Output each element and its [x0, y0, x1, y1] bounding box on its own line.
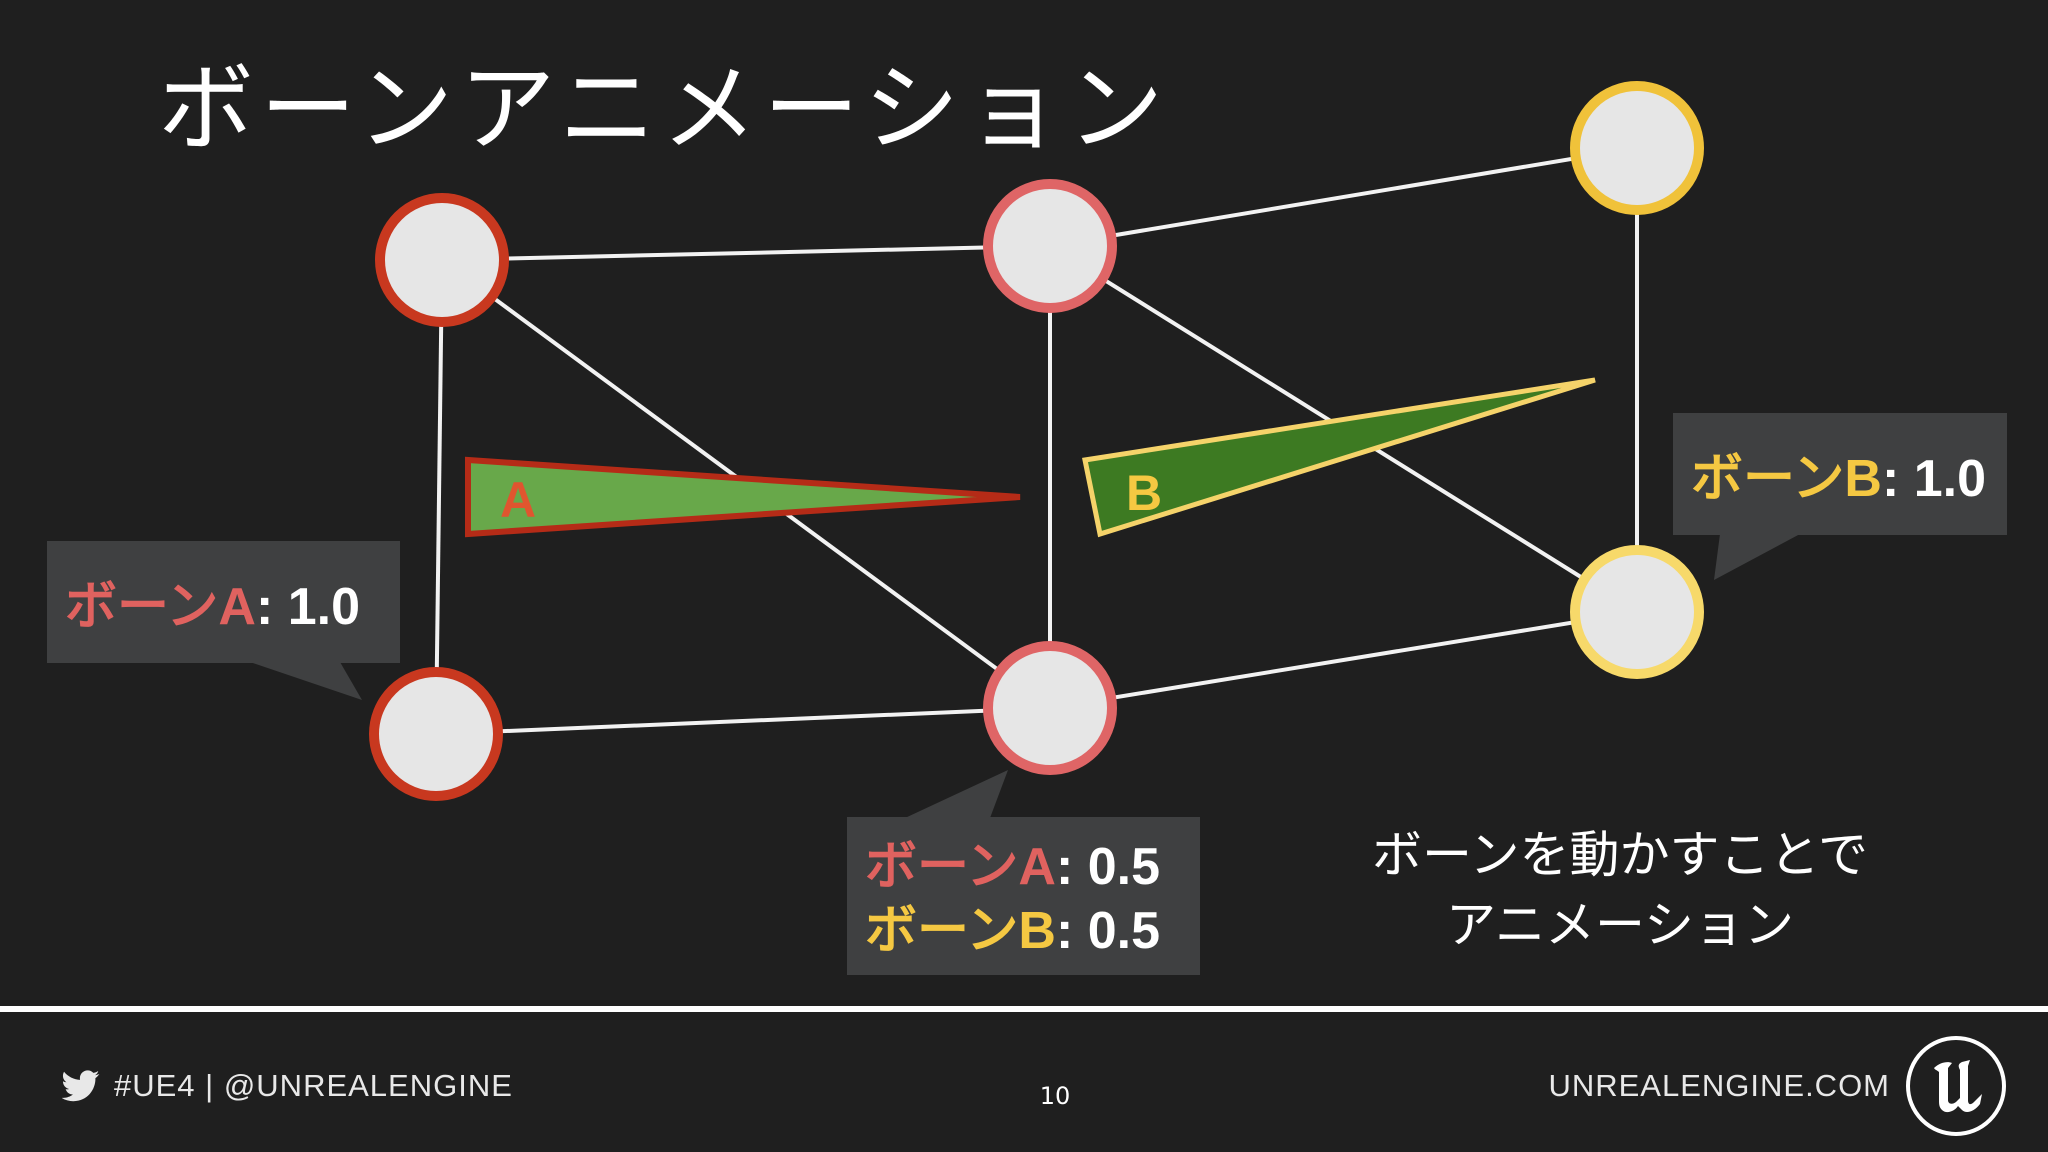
vertex-b-top	[1570, 81, 1704, 215]
vertex-mid-top	[983, 179, 1117, 313]
bone-name: ボーンA	[65, 578, 256, 636]
footer-website[interactable]: UNREALENGINE.COM	[1548, 1068, 1890, 1103]
bone-name: ボーンB	[1691, 450, 1882, 508]
caption-line-2: アニメーション	[1446, 896, 1794, 954]
hashtag-text: #UE4 | @UNREALENGINE	[114, 1068, 513, 1103]
bone-b-label: B	[1126, 465, 1162, 521]
mesh-edge	[434, 259, 444, 735]
callout-right-tail	[1714, 534, 1800, 580]
callout-mixed-weight: ボーンA: 0.5 ボーンB: 0.5	[847, 817, 1200, 975]
bone-a: A	[465, 456, 1021, 538]
caption: ボーンを動かすことで アニメーション	[1330, 820, 1910, 960]
bone-b: B	[1082, 377, 1596, 538]
vertex-a-bottom	[369, 667, 503, 801]
callout-bone-b-weight: ボーンB: 1.0	[1673, 413, 2007, 535]
vertices	[369, 81, 1704, 801]
mesh-edge	[1049, 610, 1638, 710]
mesh-edge	[441, 244, 1051, 262]
callout-line-a: ボーンA: 0.5	[865, 841, 1160, 893]
callout-line: ボーンB: 1.0	[1691, 453, 1986, 505]
weight-value: : 0.5	[1055, 838, 1161, 896]
callout-line-b: ボーンB: 0.5	[865, 905, 1160, 957]
bone-a-shape	[465, 456, 1021, 538]
mesh-edge	[1049, 146, 1638, 248]
footer-social: #UE4 | @UNREALENGINE	[62, 1068, 513, 1104]
callout-line: ボーンA: 1.0	[65, 581, 360, 633]
twitter-bird-icon	[62, 1070, 100, 1102]
slide-title: ボーンアニメーション	[158, 53, 1170, 165]
callout-middle-tail	[905, 770, 1008, 818]
callout-tails	[250, 534, 1800, 818]
bone-name: ボーンB	[865, 902, 1056, 960]
unreal-engine-logo-icon	[1906, 1036, 2006, 1136]
bone-name: ボーンA	[865, 838, 1056, 896]
bone-a-label: A	[500, 472, 536, 528]
caption-line-1: ボーンを動かすことで	[1372, 826, 1868, 884]
vertex-a-top	[375, 193, 509, 327]
mesh-edge	[435, 706, 1051, 736]
weight-value: : 1.0	[255, 578, 361, 636]
vertex-mid-bottom	[983, 641, 1117, 775]
weight-value: : 1.0	[1881, 450, 1987, 508]
footer-divider	[0, 1006, 2048, 1012]
callout-bone-a-weight: ボーンA: 1.0	[47, 541, 400, 663]
callout-left-tail	[250, 662, 362, 700]
weight-value: : 0.5	[1055, 902, 1161, 960]
page-number: 10	[1039, 1082, 1071, 1110]
vertex-b-bottom	[1570, 545, 1704, 679]
bone-b-shape	[1082, 377, 1596, 538]
